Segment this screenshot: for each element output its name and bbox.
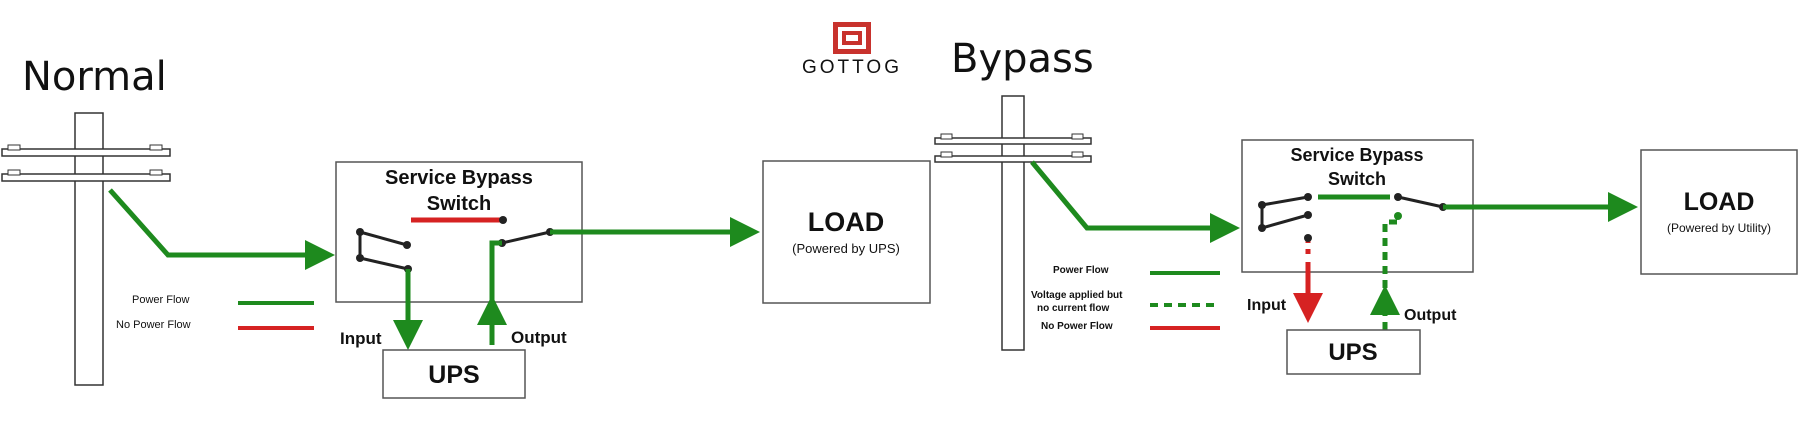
- switch-contact: [359, 230, 408, 247]
- logo-text: GOTTOG: [802, 57, 902, 78]
- switch-label: Service Bypass: [385, 167, 533, 189]
- load-box: [1640, 149, 1798, 275]
- ups-label: UPS: [428, 361, 479, 389]
- legend-normal: Power Flow No Power Flow: [116, 294, 314, 331]
- switch-contact: [359, 256, 409, 271]
- power-flow-line: [1030, 160, 1240, 243]
- legend-label: no current flow: [1037, 303, 1109, 314]
- output-label: Output: [1404, 307, 1457, 324]
- bypass-title: Bypass: [951, 36, 1094, 82]
- load-sub-label: (Powered by UPS): [792, 241, 900, 256]
- legend-label: Voltage applied but: [1031, 290, 1123, 301]
- switch-contact: [1261, 213, 1309, 230]
- power-flow-line: [108, 188, 335, 270]
- switch-contact: [1261, 195, 1309, 207]
- load-sub-label: (Powered by Utility): [1667, 221, 1771, 235]
- bypass-panel: Bypass Service Bypass Switch: [934, 36, 1798, 375]
- normal-title: Normal: [22, 54, 167, 100]
- legend-label: Power Flow: [132, 294, 190, 306]
- switch-label: Switch: [427, 193, 491, 215]
- service-bypass-switch-box: [335, 161, 583, 303]
- legend-bypass: Power Flow Voltage applied but no curren…: [1031, 265, 1220, 332]
- ups-box: [1286, 329, 1421, 375]
- input-label: Input: [340, 329, 382, 348]
- switch-label: Switch: [1328, 169, 1386, 189]
- legend-label: Power Flow: [1053, 265, 1109, 276]
- gottog-logo: GOTTOG: [802, 22, 902, 78]
- utility-pole-normal: [1, 112, 171, 386]
- utility-pole-bypass: [934, 95, 1092, 351]
- legend-label: No Power Flow: [1041, 321, 1113, 332]
- input-label: Input: [1247, 297, 1287, 314]
- load-label: LOAD: [1684, 188, 1755, 216]
- switch-contact: [501, 230, 551, 245]
- legend-label: No Power Flow: [116, 319, 191, 331]
- load-box: [762, 160, 931, 304]
- ups-label: UPS: [1328, 339, 1377, 366]
- switch-label: Service Bypass: [1290, 145, 1423, 165]
- ups-box: [382, 349, 526, 399]
- output-label: Output: [511, 328, 567, 347]
- load-label: LOAD: [808, 207, 885, 237]
- normal-panel: Normal Service Bypass Switch: [1, 54, 931, 399]
- switch-contact: [1397, 195, 1444, 209]
